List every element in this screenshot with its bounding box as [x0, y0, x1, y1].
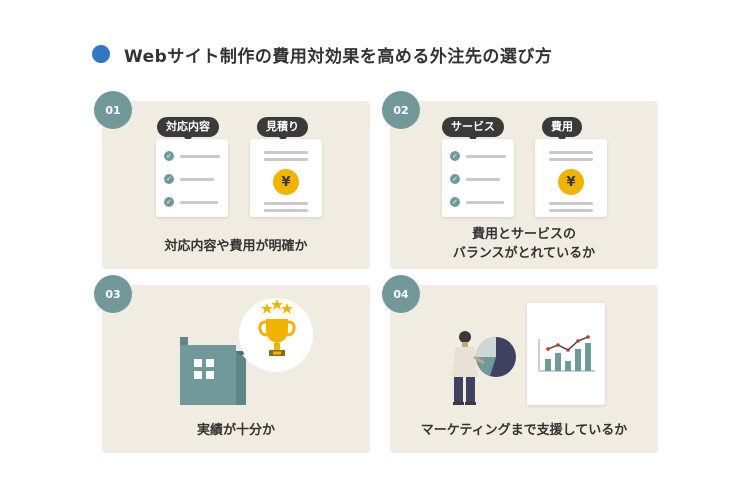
- tag-service: サービス: [442, 117, 504, 142]
- card-number-badge: 03: [94, 275, 132, 313]
- card-01: 対応内容 見積り ✓ ✓ ✓ ¥ 対応内容や費用が明確か: [102, 101, 370, 269]
- page-title: Webサイト制作の費用対効果を高める外注先の選び方: [124, 46, 553, 67]
- card-03: 03 実績が十分か: [94, 275, 370, 453]
- tag-taiou-naiyou: 対応内容: [157, 117, 219, 142]
- person-pie-chart-icon: [452, 331, 516, 405]
- checklist-document-icon: ✓ ✓ ✓: [442, 139, 514, 217]
- check-icon: ✓: [450, 197, 460, 207]
- yen-coin-icon: ¥: [558, 169, 584, 195]
- yen-invoice-icon: ¥: [250, 139, 322, 217]
- check-icon: ✓: [450, 151, 460, 161]
- tag-hiyou: 費用: [542, 117, 582, 142]
- card-label: マーケティングまで支援しているか: [420, 423, 628, 438]
- card-label: 実績が十分か: [196, 423, 275, 438]
- check-icon: ✓: [164, 197, 174, 207]
- check-icon: ✓: [450, 174, 460, 184]
- card-02: サービス 費用 ✓ ✓ ✓ ¥ 費用とサービスの バランスがとれているか: [390, 101, 658, 269]
- line-chart-board-icon: [527, 303, 605, 405]
- card-number-badge: 01: [94, 91, 132, 129]
- card-number-badge: 02: [382, 91, 420, 129]
- yen-invoice-icon: ¥: [535, 139, 607, 217]
- page-header: Webサイト制作の費用対効果を高める外注先の選び方: [92, 40, 552, 68]
- yen-coin-icon: ¥: [273, 169, 299, 195]
- trophy-icon: [258, 299, 296, 356]
- card-number-badge: 04: [382, 275, 420, 313]
- checklist-document-icon: ✓ ✓ ✓: [156, 139, 228, 217]
- card-label: 費用とサービスの バランスがとれているか: [452, 227, 596, 261]
- card-label: 対応内容や費用が明確か: [164, 239, 308, 254]
- card-04: 04 マーケティングまで支援しているか: [382, 275, 658, 453]
- check-icon: ✓: [164, 174, 174, 184]
- tag-mitsumori: 見積り: [257, 117, 308, 142]
- title-bullet-icon: [92, 45, 110, 63]
- check-icon: ✓: [164, 151, 174, 161]
